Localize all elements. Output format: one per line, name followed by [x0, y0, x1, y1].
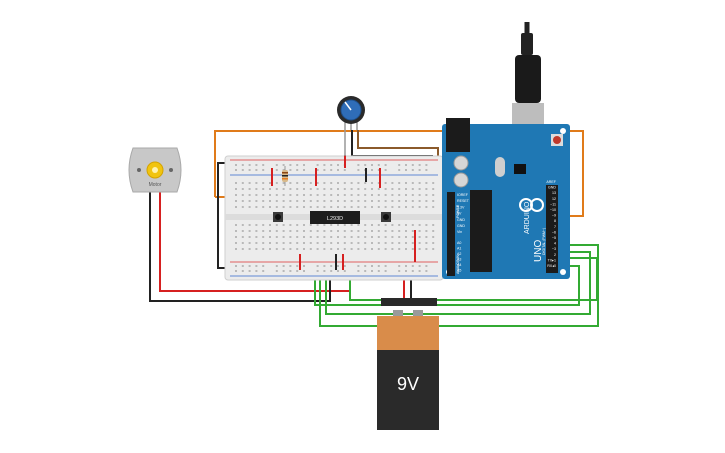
breadboard-jumpers: [271, 155, 416, 270]
pin-label: A1: [457, 247, 461, 251]
pin-label: GND: [457, 218, 465, 222]
wire-orange-top: [214, 130, 584, 217]
battery-9v[interactable]: 9V: [377, 298, 439, 430]
pin-label: A3: [457, 258, 461, 262]
pin-label: GND: [548, 186, 556, 190]
pin-label: 8: [554, 219, 556, 223]
pin-label: A2: [457, 252, 461, 256]
pin-label: A5: [457, 269, 461, 273]
motor-label: Motor: [149, 182, 162, 188]
pin-label: 13: [552, 191, 556, 195]
push-button[interactable]: [381, 212, 391, 222]
wire-green-1: [319, 244, 599, 327]
pin-label: A4: [457, 263, 461, 267]
pin-label: RX◂0: [547, 264, 556, 268]
header-digital-label: DIGITAL (PWM~): [542, 228, 546, 255]
reset-button[interactable]: [553, 136, 561, 144]
battery-clip: [381, 298, 437, 306]
wire-black-left: [217, 162, 228, 269]
header-analog-label: ANALOG IN: [456, 254, 460, 274]
pin-label: 12: [552, 197, 556, 201]
battery-terminal: [413, 310, 423, 316]
motor-shaft: [152, 167, 158, 173]
pin-label: RESET: [457, 199, 470, 203]
push-button[interactable]: [273, 212, 283, 222]
arduino-brand: ARDUINO: [524, 201, 531, 234]
breadboard-holes: [235, 164, 435, 272]
pin-label: IOREF: [457, 193, 469, 197]
dc-motor[interactable]: Motor: [128, 147, 182, 193]
pin-label: ~11: [550, 202, 556, 206]
pin-label: 7: [554, 225, 556, 229]
pin-label: A0: [457, 241, 461, 245]
dc-jack: [446, 118, 470, 152]
atmega-chip: [470, 190, 492, 272]
pin-label: AREF: [546, 180, 556, 184]
pin-label: Vin: [457, 230, 462, 234]
wire-green-3: [349, 252, 598, 301]
pin-label: ~5: [552, 236, 556, 240]
pin-label: 5V: [457, 212, 462, 216]
battery-terminal: [393, 310, 403, 316]
battery-body: [377, 350, 439, 430]
pin-label: ~10: [550, 208, 556, 212]
motor-screw-icon: [137, 168, 141, 172]
motor-screw-icon: [169, 168, 173, 172]
pin-label: ~3: [552, 247, 556, 251]
battery-label: 9V: [397, 374, 419, 394]
wire-green-2: [325, 251, 591, 315]
pin-label: ~9: [552, 214, 556, 218]
arduino-model: UNO: [533, 240, 544, 262]
pin-label: 3.3V: [457, 205, 465, 209]
resistor[interactable]: [282, 166, 288, 186]
wire-green-4: [314, 252, 580, 306]
pin-label: 4: [554, 242, 556, 246]
arduino-power-pin-labels: IOREF RESET 3.3V 5V GND GND Vin: [457, 193, 470, 234]
chip-label: L293D: [327, 216, 343, 222]
arduino-logo-icon: [519, 198, 544, 212]
l293d-chip[interactable]: L293D: [310, 211, 360, 224]
arduino-uno[interactable]: ARDUINO UNO IOREF RESET 3.3V 5V GND GND Vin A0…: [442, 118, 570, 279]
pin-label: 2: [554, 253, 556, 257]
pin-label: ~6: [552, 230, 556, 234]
pin-label: TX▸1: [548, 258, 556, 262]
battery-top: [377, 316, 439, 350]
header-power-label: POWER: [456, 204, 460, 218]
potentiometer[interactable]: [337, 96, 365, 156]
usb-plug: [512, 103, 544, 127]
pin-label: GND: [457, 224, 465, 228]
